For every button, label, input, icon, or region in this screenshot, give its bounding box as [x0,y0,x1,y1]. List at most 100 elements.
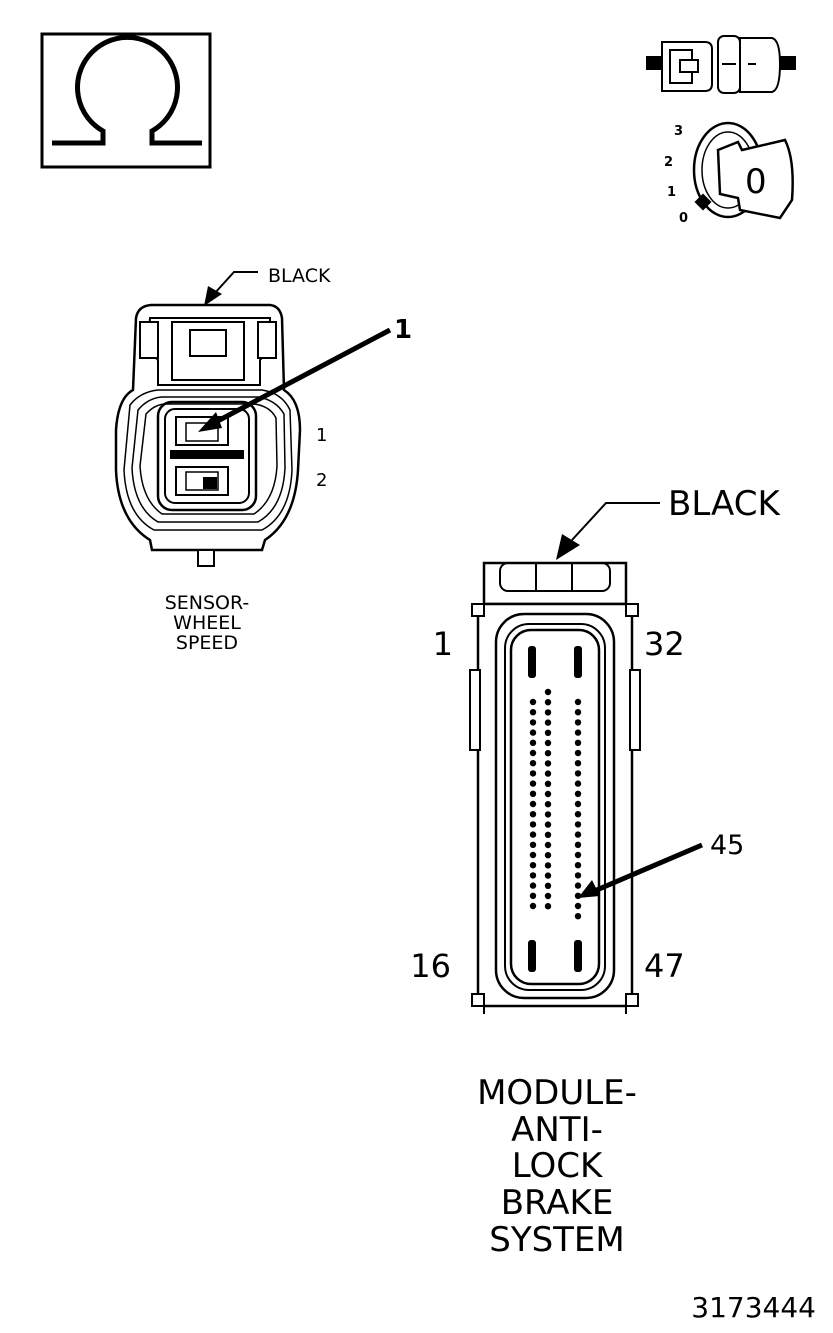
module-pin [574,739,582,746]
module-pin [574,872,582,879]
module-pin [574,709,582,716]
module-pin [544,882,552,889]
sensor-name-line-3: SPEED [176,632,238,654]
module-pin [544,801,552,808]
module-pin [544,760,552,767]
module-color-callout: BLACK [556,484,781,560]
module-pin-label-1: 1 [433,625,453,663]
module-pin [574,811,582,818]
ignition-key-label: 0 [745,162,767,202]
module-pin [574,841,582,848]
module-pin [529,698,537,706]
module-pin [529,872,537,879]
module-pin [544,903,552,910]
module-pin [544,821,552,828]
module-name-line-2: ANTI- [511,1110,603,1150]
module-pin [544,739,552,747]
module-pin [529,841,537,848]
module-pin [529,892,537,899]
module-pin [529,749,537,757]
module-pin [529,770,537,777]
module-pin [529,902,537,910]
module-pin [529,719,537,726]
module-pin [529,790,537,797]
module-name-line-3: LOCK [512,1146,604,1186]
module-pin [529,831,537,838]
module-pin [544,841,552,849]
ignition-key-icon: 3 2 1 0 0 [664,121,794,226]
module-pin [574,790,582,797]
wheel-speed-sensor-connector [114,303,302,567]
module-pin [529,739,537,746]
sensor-color-label: BLACK [268,265,331,287]
module-pin [574,760,582,767]
sensor-pin-label-2: 2 [316,470,327,491]
ignition-position-0: 0 [679,211,688,226]
sensor-pointer-label: 1 [394,315,412,345]
module-name-line-4: BRAKE [501,1183,614,1223]
ohm-symbol-icon [40,32,212,169]
module-pin [574,882,582,889]
module-pin [544,790,552,798]
sensor-color-callout: BLACK [204,265,331,306]
module-pin-array [529,688,582,920]
module-pin [544,688,552,696]
module-pin [529,800,537,808]
module-color-label: BLACK [668,484,781,524]
module-pin [529,862,537,869]
module-pin [574,770,582,777]
module-pin [574,698,582,706]
module-pin [529,821,537,828]
module-pin [544,770,552,777]
module-pin [574,831,582,838]
module-pin [529,760,537,767]
module-pin [544,862,552,869]
module-pin [574,862,582,869]
module-pin [529,811,537,818]
module-pin-label-16: 16 [410,947,451,985]
module-pin [574,902,582,910]
module-name: MODULE- ANTI- LOCK BRAKE SYSTEM [477,1073,637,1260]
sensor-pin-label-1: 1 [316,425,327,446]
sensor-name: SENSOR- WHEEL SPEED [165,592,250,654]
sensor-name-line-1: SENSOR- [165,592,250,614]
module-pin [544,729,552,736]
ignition-position-1: 1 [667,185,676,200]
module-pin [544,811,552,818]
module-pin [574,913,582,920]
module-name-line-1: MODULE- [477,1073,637,1113]
module-pin [544,831,552,838]
module-pin [574,749,582,757]
module-pin [544,872,552,879]
module-pin [574,851,582,859]
module-pin [574,821,582,828]
sensor-pin-pointer: 1 [198,315,412,432]
ignition-position-3: 3 [674,124,683,139]
disconnect-connector-icon [646,35,796,94]
figure-id: 3173444 [691,1291,816,1324]
module-pointer-label: 45 [710,830,744,861]
module-pin [529,882,537,889]
ignition-position-2: 2 [664,155,673,170]
abs-module-connector [469,561,641,1014]
module-pin [529,709,537,716]
module-pin-pointer: 45 [578,830,744,898]
module-pin [529,851,537,859]
module-pin [529,780,537,787]
module-pin [574,780,582,787]
module-pin [574,800,582,808]
module-pin [544,750,552,757]
sensor-name-line-2: WHEEL [173,612,241,634]
module-pin [544,699,552,706]
module-name-line-5: SYSTEM [489,1220,625,1260]
module-pin-label-32: 32 [644,625,685,663]
module-pin [544,780,552,787]
module-pin [544,852,552,859]
module-pin [529,729,537,736]
module-pin [574,729,582,736]
module-pin [544,719,552,726]
module-pin-label-47: 47 [644,947,685,985]
module-pin [574,719,582,726]
module-pin [544,709,552,716]
